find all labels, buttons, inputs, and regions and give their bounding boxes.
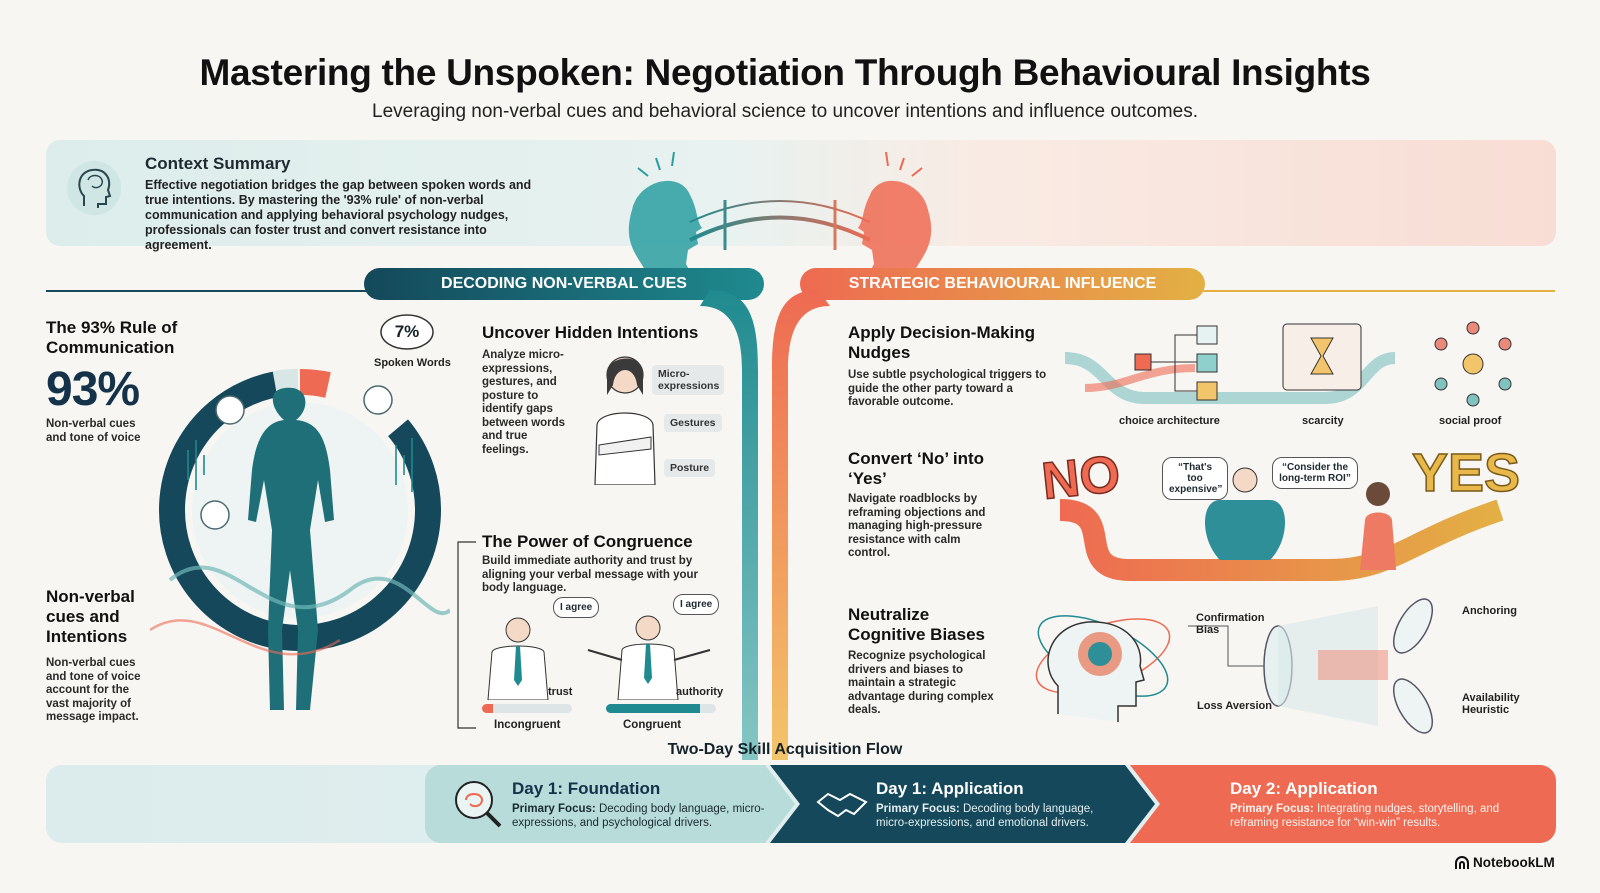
nudges-title: Apply Decision-Making Nudges xyxy=(848,323,1036,362)
day1-application-title: Day 1: Application xyxy=(876,779,1024,798)
big-caption: Non-verbal cues and tone of voice xyxy=(46,418,141,444)
focus-label: Primary Focus: xyxy=(512,803,596,815)
focus-label: Primary Focus: xyxy=(876,803,960,815)
focus-text: Decoding body language, micro-expression… xyxy=(876,803,1094,829)
context-panel xyxy=(46,140,1556,246)
authority-label: authority xyxy=(676,686,724,698)
focus-text: Decoding body language, micro-expression… xyxy=(512,803,765,829)
magnifier-brain-icon xyxy=(455,781,502,828)
convert-title: Convert ‘No’ into ‘Yes’ xyxy=(848,449,984,488)
two-men-illustration xyxy=(487,615,711,700)
quote-roi: “Consider the long-term ROI” xyxy=(1272,457,1358,489)
page-title: Mastering the Unspoken: Negotiation Thro… xyxy=(199,52,1371,93)
congruent-label: Congruent xyxy=(623,719,682,731)
handshake-icon xyxy=(816,792,868,818)
page-subtitle: Leveraging non-verbal cues and behaviora… xyxy=(372,101,1198,122)
tag-gestures: Gestures xyxy=(664,414,722,432)
no-to-yes-road-illustration xyxy=(1059,467,1504,581)
brain-head-icon xyxy=(67,161,121,215)
nudge-label-social-proof: social proof xyxy=(1439,415,1502,427)
right-divider xyxy=(1200,290,1555,292)
communication-ring-illustration xyxy=(150,368,450,710)
day1-application-body: Primary Focus: Decoding body language, m… xyxy=(876,802,1116,830)
focus-label: Primary Focus: xyxy=(1230,803,1314,815)
big-percent: 93% xyxy=(46,363,140,416)
day1-foundation-body: Primary Focus: Decoding body language, m… xyxy=(512,802,772,830)
bias-body: Recognize psychological drivers and bias… xyxy=(848,650,994,716)
nonverbal-title: Non-verbal cues and Intentions xyxy=(46,587,135,646)
hidden-title: Uncover Hidden Intentions xyxy=(482,323,699,342)
day2-application-body: Primary Focus: Integrating nudges, story… xyxy=(1230,802,1500,830)
context-body: Effective negotiation bridges the gap be… xyxy=(145,178,532,252)
woman-arms-crossed-illustration xyxy=(594,356,656,485)
brand-label: NotebookLM xyxy=(1473,855,1555,870)
bias-title: Neutralize Cognitive Biases xyxy=(848,605,985,644)
incongruent-label: Incongruent xyxy=(494,719,561,731)
tag-micro-expressions: Micro-expressions xyxy=(652,365,724,395)
hidden-body: Analyze micro-expressions, gestures, and… xyxy=(482,349,566,456)
context-title: Context Summary xyxy=(145,154,291,173)
no-word: NO xyxy=(1038,444,1123,511)
incongruent-meter xyxy=(482,704,572,713)
left-divider xyxy=(46,290,376,292)
flow-arrows xyxy=(425,765,1556,843)
nonverbal-body: Non-verbal cues and tone of voice accoun… xyxy=(46,657,141,723)
nudge-label-scarcity: scarcity xyxy=(1302,415,1344,427)
rule-title: The 93% Rule of Communication xyxy=(46,318,178,357)
bias-availability: Availability Heuristic xyxy=(1462,692,1520,716)
central-stem-illustration xyxy=(700,290,830,760)
congruence-body: Build immediate authority and trust by a… xyxy=(482,555,699,594)
congruent-meter xyxy=(606,704,716,713)
flow-title: Two-Day Skill Acquisition Flow xyxy=(667,741,903,758)
tag-posture: Posture xyxy=(664,459,716,477)
day2-application-title: Day 2: Application xyxy=(1230,779,1378,798)
congruence-title: The Power of Congruence xyxy=(482,532,693,551)
spoken-bubble-icon xyxy=(380,314,434,350)
nudges-body: Use subtle psychological triggers to gui… xyxy=(848,369,1047,408)
bubble-incongruent: I agree xyxy=(553,597,600,618)
bias-anchoring: Anchoring xyxy=(1462,605,1517,617)
day1-foundation-title: Day 1: Foundation xyxy=(512,779,661,798)
left-banner: DECODING NON-VERBAL CUES xyxy=(364,268,764,300)
quote-expensive: “That's too expensive” xyxy=(1162,457,1228,500)
bias-confirmation: Confirmation Bias xyxy=(1196,612,1265,636)
bias-loss-aversion: Loss Aversion xyxy=(1197,700,1272,712)
bubble-congruent: I agree xyxy=(673,594,720,615)
congruence-bracket xyxy=(457,541,476,729)
yes-word: YES xyxy=(1411,442,1521,504)
notebooklm-logo-icon xyxy=(1455,856,1469,869)
bridge-heads-illustration xyxy=(628,151,932,290)
focus-text: Integrating nudges, storytelling, and re… xyxy=(1230,803,1500,829)
spoken-label: Spoken Words xyxy=(374,357,451,369)
spoken-percent: 7% xyxy=(394,322,420,341)
nudge-label-choice: choice architecture xyxy=(1119,415,1220,427)
nudges-illustration xyxy=(1065,321,1512,407)
convert-body: Navigate roadblocks by reframing objecti… xyxy=(848,493,986,559)
trust-label: trust xyxy=(548,686,573,698)
bias-lens-illustration xyxy=(1035,598,1434,734)
right-banner: STRATEGIC BEHAVIOURAL INFLUENCE xyxy=(800,268,1205,300)
